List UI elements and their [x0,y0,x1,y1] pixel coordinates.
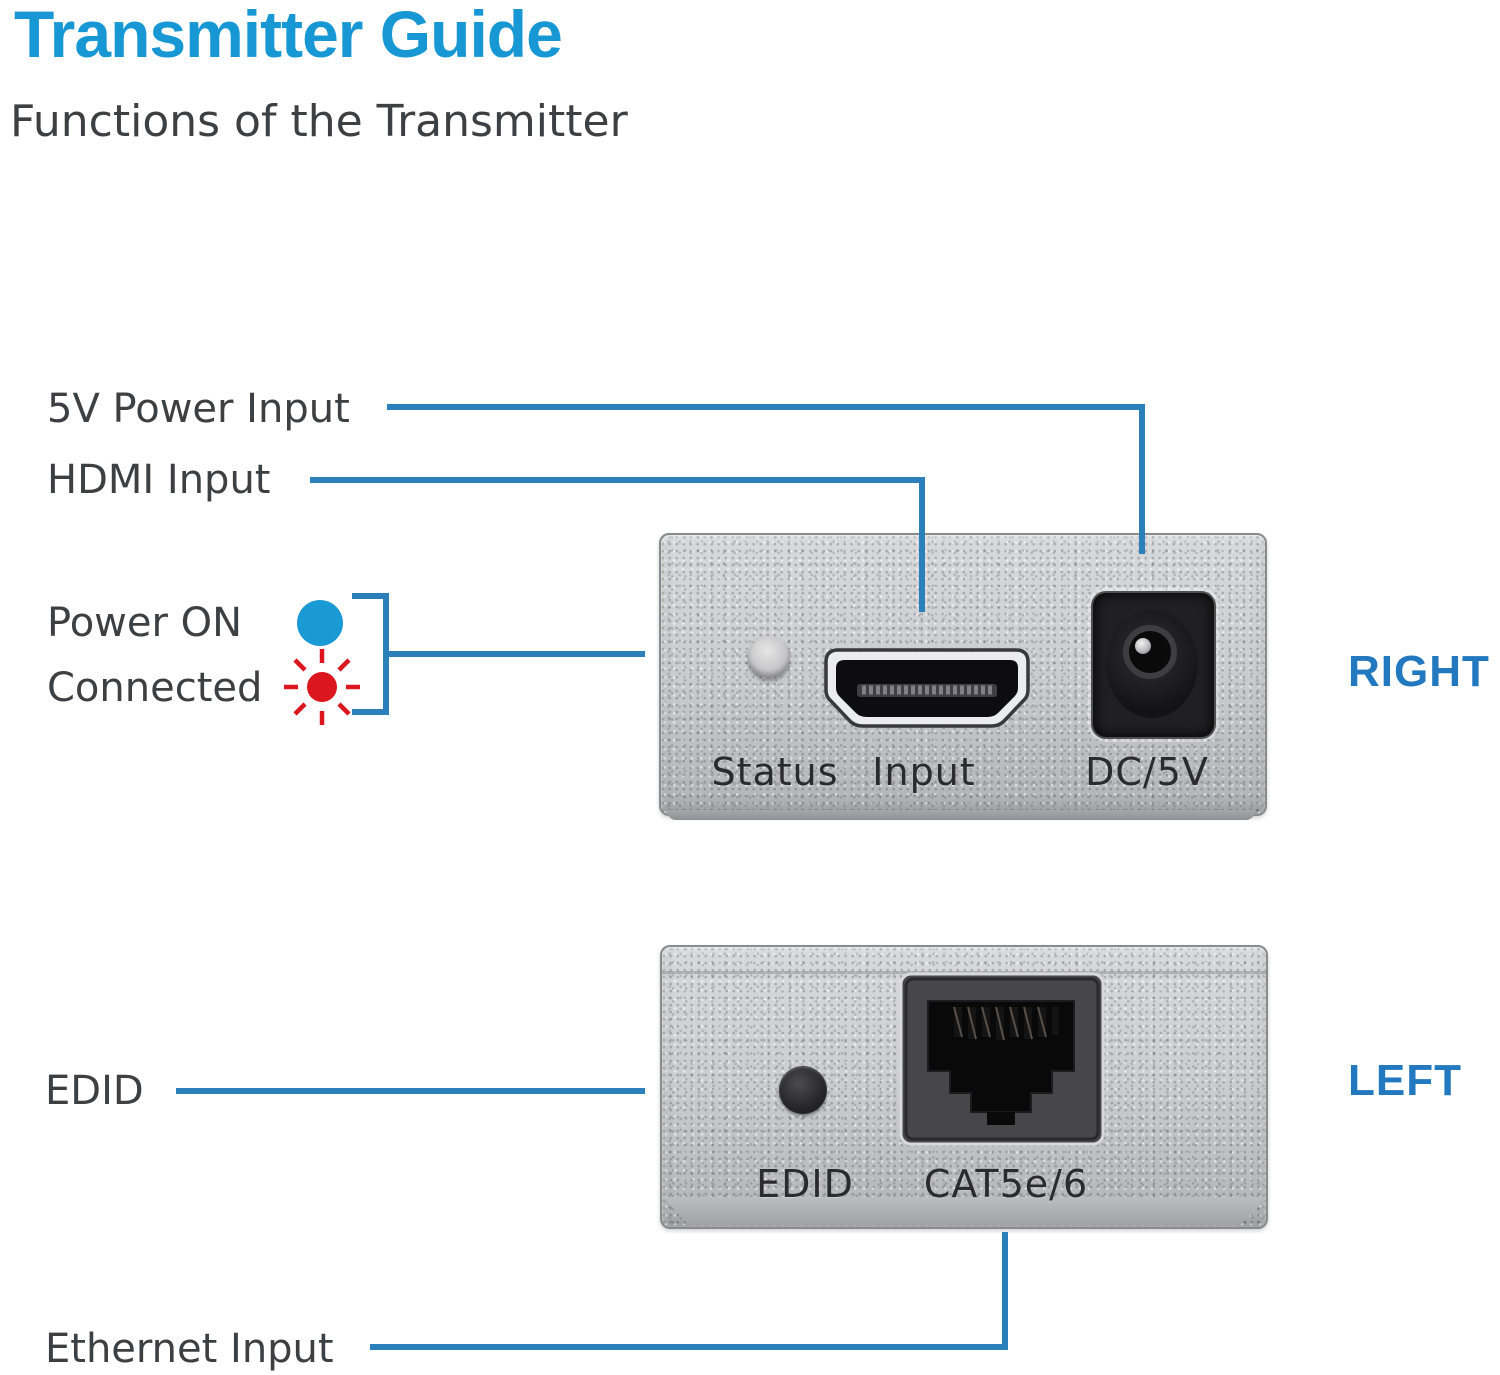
dc-jack-pin [1135,638,1151,654]
page-title: Transmitter Guide [14,0,563,71]
panel-label-cat5e6: CAT5e/6 [923,1162,1089,1206]
leader-line-status-connector [383,651,645,657]
hdmi-port [824,648,1030,728]
edid-button [779,1066,827,1114]
status-bracket-top [352,593,389,599]
dc-jack-ring [1123,625,1177,679]
leader-line-ethernet-horizontal [370,1344,1008,1350]
rj45-port [899,972,1105,1146]
side-label-right: RIGHT [1348,647,1490,696]
transmitter-back-panel: EDID CAT5e/6 [660,945,1268,1229]
side-label-left: LEFT [1348,1056,1462,1105]
panel-label-dc5v: DC/5V [1085,750,1209,794]
leader-line-ethernet-vertical [1002,1232,1008,1350]
callout-ethernet-input: Ethernet Input [45,1326,334,1372]
page-subtitle: Functions of the Transmitter [10,96,628,147]
leader-line-hdmi-vertical [919,477,925,612]
transmitter-front-panel: Status Input DC/5V [659,533,1267,816]
panel-label-status: Status [711,750,839,794]
leader-line-edid [176,1088,645,1094]
leader-line-hdmi-horizontal [310,477,925,483]
leader-line-5v-vertical [1139,404,1145,554]
panel-label-edid: EDID [756,1162,854,1206]
callout-connected: Connected [47,665,263,711]
status-led [748,636,790,678]
callout-power-on: Power ON [47,600,243,646]
dc-power-jack [1091,591,1216,739]
callout-5v-power-input: 5V Power Input [47,386,350,432]
callout-edid: EDID [45,1068,144,1114]
leader-line-5v-horizontal [387,404,1145,410]
back-panel-bottom-flange [664,1197,1264,1225]
connected-led-icon [284,649,360,725]
front-panel-bottom-lip [667,810,1255,820]
power-on-led-icon [297,600,343,646]
status-bracket-bottom [352,709,389,715]
callout-hdmi-input: HDMI Input [47,457,271,503]
panel-label-input: Input [872,750,976,794]
